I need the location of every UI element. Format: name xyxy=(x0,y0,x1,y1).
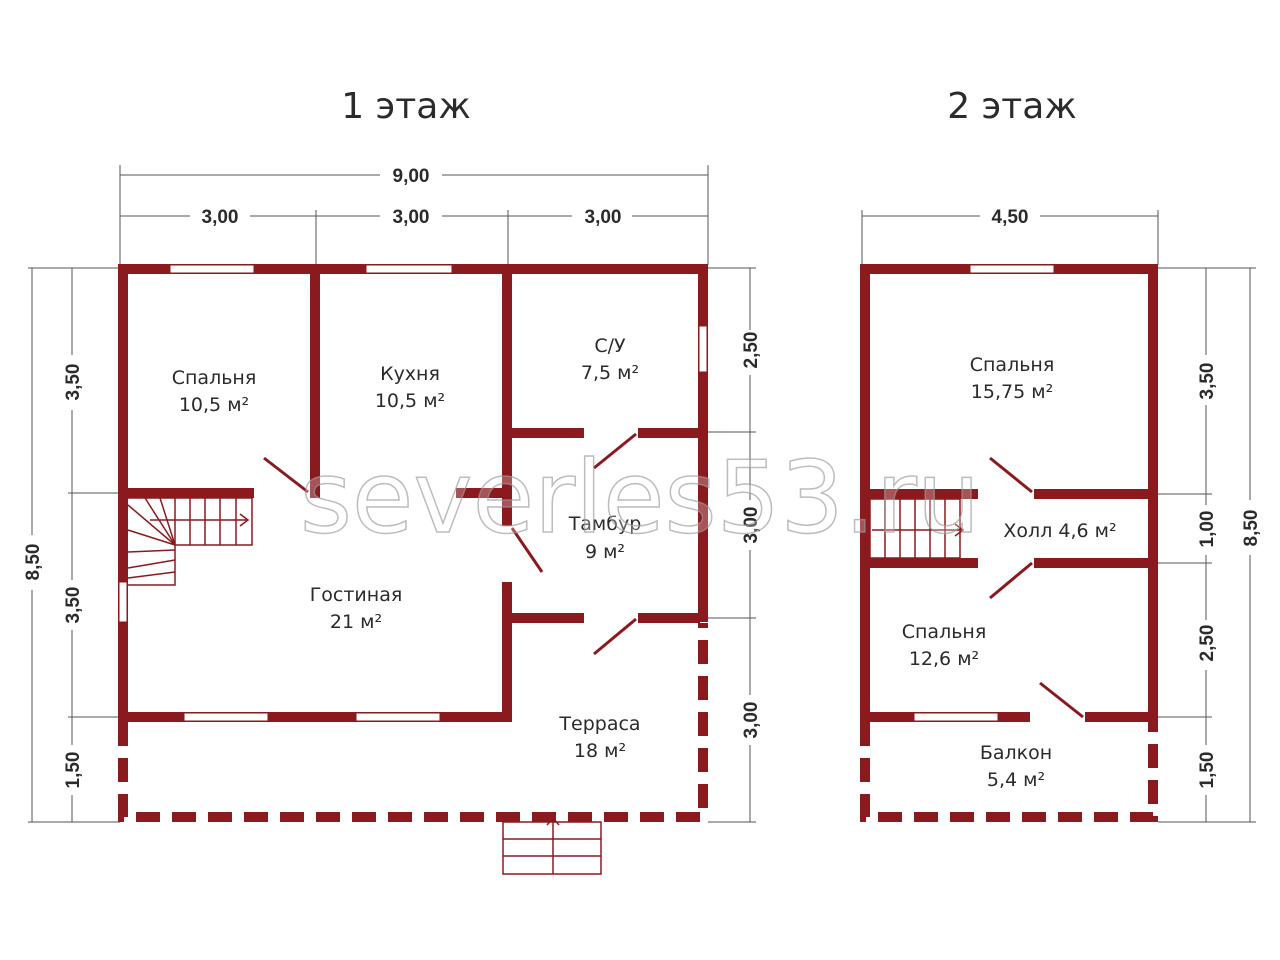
room-bedroom-3-area: 12,6 м² xyxy=(909,648,979,670)
floor1-walls xyxy=(118,264,708,822)
floor2-height-label: 8,50 xyxy=(1241,510,1262,547)
room-bedroom-1-area: 10,5 м² xyxy=(179,394,249,416)
floor2-right-h3-label: 2,50 xyxy=(1197,625,1218,662)
room-balcony-area: 5,4 м² xyxy=(987,769,1045,791)
room-kitchen-name: Кухня xyxy=(380,363,440,385)
floor1-seg3-label: 3,00 xyxy=(585,207,622,228)
room-bedroom-2-area: 15,75 м² xyxy=(971,381,1053,403)
room-living-area: 21 м² xyxy=(330,611,382,633)
floor1-left-h1-label: 3,50 xyxy=(63,364,84,401)
floor1-right-h1-label: 2,50 xyxy=(741,332,762,369)
room-terrace-area: 18 м² xyxy=(574,740,626,762)
floor2-right-h4-label: 1,50 xyxy=(1197,752,1218,789)
floor1-right-h3-label: 3,00 xyxy=(741,702,762,739)
room-balcony-name: Балкон xyxy=(980,742,1052,764)
floor1-width-label: 9,00 xyxy=(393,166,430,187)
room-living-name: Гостиная xyxy=(310,584,403,606)
floor1-right-h2-label: 3,00 xyxy=(741,507,762,544)
room-vestibule-area: 9 м² xyxy=(585,541,625,563)
floor1-staircase xyxy=(127,497,253,586)
room-terrace-name: Терраса xyxy=(558,713,640,735)
floor1-height-label: 8,50 xyxy=(23,544,44,581)
floor1-title: 1 этаж xyxy=(341,86,471,127)
room-vestibule-name: Тамбур xyxy=(568,513,642,535)
floor1-dimensions: 9,00 3,00 3,00 3,00 8,50 3,50 3,50 1,50 xyxy=(23,165,762,823)
floor1-seg1-label: 3,00 xyxy=(202,207,239,228)
floor2-walls xyxy=(860,264,1158,822)
watermark: severles53.ru xyxy=(300,439,980,556)
floor2-right-h1-label: 3,50 xyxy=(1197,363,1218,400)
floor2-title: 2 этаж xyxy=(947,86,1077,127)
floor1-doors xyxy=(263,432,637,656)
floor1-left-h3-label: 1,50 xyxy=(63,752,84,789)
room-bedroom-2-name: Спальня xyxy=(970,354,1055,376)
floor1-rooms: Спальня 10,5 м² Кухня 10,5 м² С/У 7,5 м²… xyxy=(172,335,642,762)
room-bedroom-1-name: Спальня xyxy=(172,367,257,389)
floor2-rooms: Спальня 15,75 м² Холл 4,6 м² Спальня 12,… xyxy=(902,354,1117,791)
room-bathroom-area: 7,5 м² xyxy=(581,362,639,384)
room-bathroom-name: С/У xyxy=(594,335,626,357)
floor1-left-h2-label: 3,50 xyxy=(63,587,84,624)
room-kitchen-area: 10,5 м² xyxy=(375,390,445,412)
floor1-porch-steps xyxy=(502,816,602,875)
room-hall-label: Холл 4,6 м² xyxy=(1003,520,1116,542)
floor1-seg2-label: 3,00 xyxy=(393,207,430,228)
floor2-width-label: 4,50 xyxy=(992,207,1029,228)
floor2-right-h2-label: 1,00 xyxy=(1197,511,1218,548)
floor2-dimensions: 4,50 3,50 1,00 2,50 1,50 8,50 xyxy=(861,207,1262,823)
floor2-staircase xyxy=(869,498,965,559)
room-bedroom-3-name: Спальня xyxy=(902,621,987,643)
floor2-doors xyxy=(989,456,1084,719)
